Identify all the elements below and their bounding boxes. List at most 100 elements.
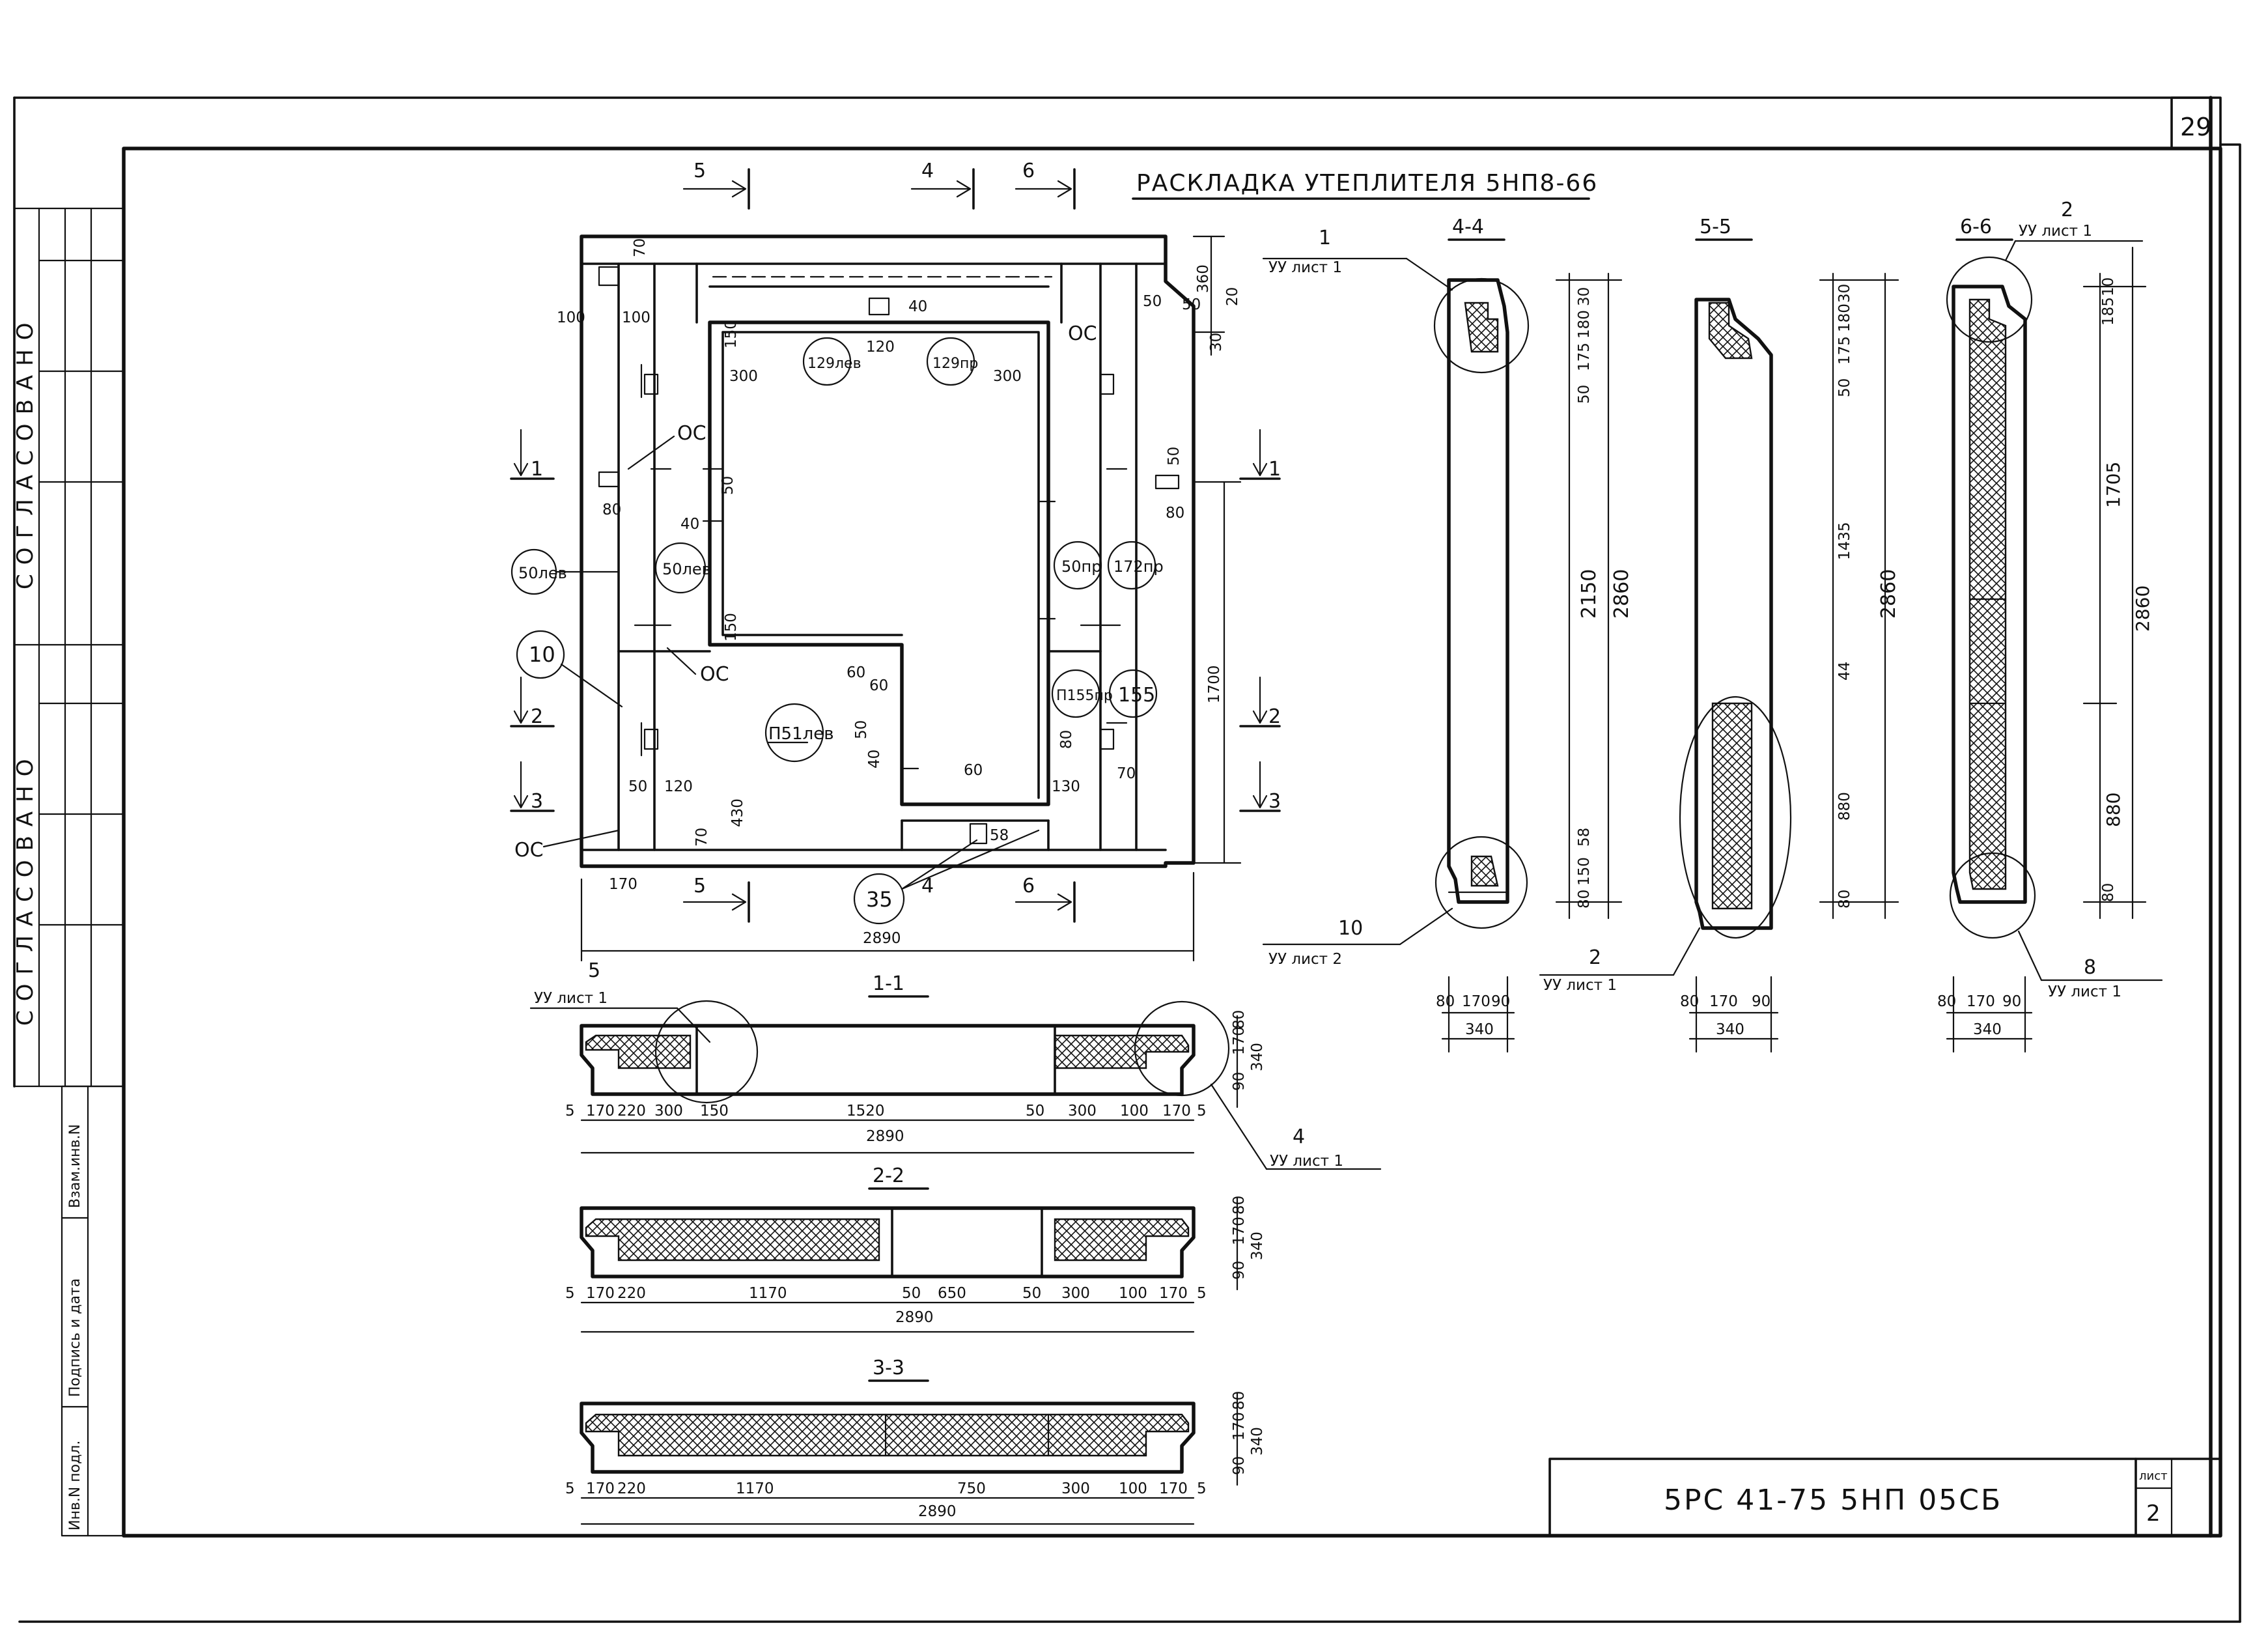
callout-5-number: 5 xyxy=(588,959,600,982)
s55-v-3: 1435 xyxy=(1836,522,1853,560)
s44-height-total: 2860 xyxy=(1610,569,1633,619)
dim-100-left: 100 xyxy=(557,309,585,326)
s33-h-0: 80 xyxy=(1231,1391,1248,1410)
s11-dim-8: 100 xyxy=(1120,1103,1149,1120)
dim-1700: 1700 xyxy=(1206,665,1223,703)
s55-v-4: 50 xyxy=(1836,378,1853,397)
section-3-3: 3-3 xyxy=(580,1357,1239,1525)
dim-40: 40 xyxy=(908,298,927,315)
s44-callout-1-ref: УУ лист 1 xyxy=(1268,259,1342,276)
s11-h-0: 80 xyxy=(1231,1010,1248,1029)
section-5-5-title: 5-5 xyxy=(1700,216,1731,238)
mark-4-top: 4 xyxy=(921,160,934,182)
dim-70-bottom: 70 xyxy=(693,828,710,847)
bubble-p155pr: П155пр xyxy=(1056,688,1113,704)
s11-dim-5: 1520 xyxy=(847,1103,885,1120)
s33-dim-8: 5 xyxy=(1197,1480,1207,1497)
s55-w-2: 90 xyxy=(1752,993,1771,1010)
signature-date-field: Подпись и дата xyxy=(67,1278,83,1397)
s33-dim-7: 170 xyxy=(1159,1480,1188,1497)
dim-50-bottomleft: 50 xyxy=(628,778,647,795)
s11-h-1: 170 xyxy=(1231,1026,1248,1055)
bubble-35: 35 xyxy=(866,887,893,912)
plan-dimensions: 360 30 20 70 100 100 50 50 40 120 300 30… xyxy=(557,235,1242,962)
mark-3-right: 3 xyxy=(1268,790,1281,813)
bubble-50pr: 50пр xyxy=(1061,557,1101,576)
s22-dim-10: 5 xyxy=(1197,1285,1207,1302)
s22-dim-5: 650 xyxy=(938,1285,966,1302)
s44-v-1: 150 xyxy=(1576,857,1593,886)
s66-v-3: 185 xyxy=(2100,297,2117,326)
s55-w-0: 80 xyxy=(1680,993,1699,1010)
section-5-5-dims: 80 880 44 1435 50 175 180 30 2860 80 170… xyxy=(1680,284,1900,1038)
s22-dim-7: 300 xyxy=(1061,1285,1090,1302)
dim-80-right: 80 xyxy=(1166,505,1184,522)
section-4-4-dims: 80 150 58 2150 50 175 180 30 2860 80 170… xyxy=(1436,287,1633,1038)
dim-300-left: 300 xyxy=(729,368,758,385)
bubble-129lev: 129лев xyxy=(807,356,861,372)
s66-callout-2: 2 xyxy=(2061,199,2073,221)
s22-dim-3: 1170 xyxy=(749,1285,787,1302)
dim-170: 170 xyxy=(609,876,637,893)
s44-v-4: 50 xyxy=(1576,385,1593,404)
s22-dim-1: 170 xyxy=(586,1285,615,1302)
dim-150-top: 150 xyxy=(723,320,740,348)
s33-dim-6: 100 xyxy=(1119,1480,1147,1497)
s22-dim-9: 170 xyxy=(1159,1285,1188,1302)
s44-callout-1: 1 xyxy=(1319,227,1331,249)
sheet-number: 2 xyxy=(2146,1501,2161,1527)
s33-h-2: 90 xyxy=(1231,1456,1248,1475)
dim-60-b: 60 xyxy=(869,677,888,694)
section-4-4-title: 4-4 xyxy=(1452,216,1484,238)
s55-v-0: 80 xyxy=(1836,890,1853,909)
s11-dim-7: 300 xyxy=(1068,1103,1097,1120)
bubble-50lev: 50лев xyxy=(518,564,567,582)
s55-callout-2-ref: УУ лист 1 xyxy=(1543,977,1617,994)
s33-dim-1: 170 xyxy=(586,1480,615,1497)
section-1-1-dims: 5 170 220 300 150 1520 50 300 100 170 5 … xyxy=(565,1010,1266,1145)
dim-58: 58 xyxy=(990,827,1009,844)
dim-40-left: 40 xyxy=(680,516,699,533)
s55-callout-2: 2 xyxy=(1589,946,1601,969)
s33-dim-5: 300 xyxy=(1061,1480,1090,1497)
oc-label-2: ОС xyxy=(1068,322,1097,345)
oc-label-4: ОС xyxy=(514,839,544,862)
bubble-p51lev: П51лев xyxy=(768,724,834,744)
s11-dim-1: 170 xyxy=(586,1103,615,1120)
s66-v-1: 880 xyxy=(2103,793,2124,827)
section-2-2-title: 2-2 xyxy=(873,1164,904,1187)
dim-2890-plan: 2890 xyxy=(863,930,901,947)
s66-callout-2-ref: УУ лист 1 xyxy=(2019,223,2092,240)
dim-60-c: 60 xyxy=(964,762,983,779)
s66-height-total: 2860 xyxy=(2132,585,2153,632)
s33-dim-4: 750 xyxy=(957,1480,986,1497)
mark-2-left: 2 xyxy=(531,705,543,728)
s55-v-5: 175 xyxy=(1836,336,1853,365)
s55-v-1: 880 xyxy=(1836,792,1853,821)
replacement-inventory-field: Взам.инв.N xyxy=(67,1124,83,1208)
s11-total: 2890 xyxy=(866,1128,904,1145)
section-6-6: 6-6 2 УУ лист 1 8 УУ лист 1 xyxy=(1946,199,2163,1053)
section-6-6-title: 6-6 xyxy=(1960,216,1992,238)
dim-70-door: 70 xyxy=(1117,765,1136,782)
archive-fields-column xyxy=(61,1085,125,1537)
s11-dim-2: 220 xyxy=(617,1103,646,1120)
s66-v-2: 1705 xyxy=(2103,462,2124,508)
s33-dim-0: 5 xyxy=(565,1480,575,1497)
section-markers: 5 4 6 5 4 6 1 2 3 1 2 3 xyxy=(510,160,1281,923)
bubble-172pr: 172пр xyxy=(1113,557,1164,576)
s55-w-1: 170 xyxy=(1709,993,1738,1010)
s22-dim-6: 50 xyxy=(1022,1285,1041,1302)
s44-width-total: 340 xyxy=(1465,1021,1494,1038)
plan-labels: ОС ОС ОС ОС 50лев 50лев 50пр 172пр 129ле… xyxy=(511,322,1164,925)
section-5-5: 5-5 2 УУ лист 1 xyxy=(1539,216,1899,1053)
s11-h-2: 90 xyxy=(1231,1072,1248,1091)
s44-v-2: 58 xyxy=(1576,828,1593,847)
s11-dim-6: 50 xyxy=(1026,1103,1044,1120)
s66-w-0: 80 xyxy=(1937,993,1956,1010)
dim-50-door: 50 xyxy=(853,720,870,739)
s33-h-total: 340 xyxy=(1249,1427,1266,1456)
s55-v-7: 30 xyxy=(1836,284,1853,303)
s44-v-5: 175 xyxy=(1576,343,1593,371)
s66-width-total: 340 xyxy=(1973,1021,2002,1038)
